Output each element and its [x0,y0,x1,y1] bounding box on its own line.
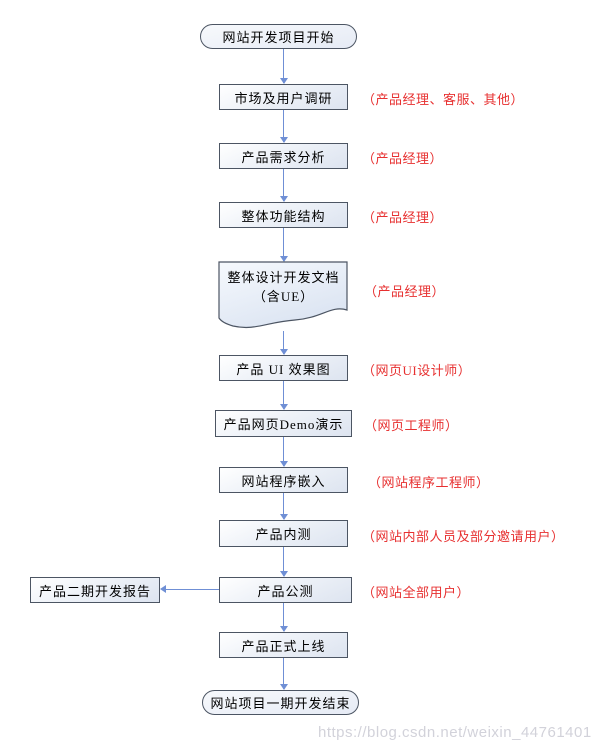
node-design-document-shape [218,261,348,329]
annotation-ui-mockup: （网页UI设计师） [362,363,472,378]
annotation-market-research: （产品经理、客服、其他） [362,92,525,107]
node-program-embed: 网站程序嵌入 [219,467,348,493]
flow-arrow-down [279,110,288,143]
node-requirement-analysis: 产品需求分析 [219,143,348,169]
flow-arrow-down [279,493,288,520]
node-public-beta: 产品公测 [219,577,352,603]
node-label-line2: （含UE） [252,289,315,304]
node-label: 产品需求分析 [241,149,326,165]
annotation-program-embed: （网站程序工程师） [368,475,490,490]
flow-arrow-down [279,437,288,467]
node-label: 产品 UI 效果图 [236,361,331,377]
node-label: 产品正式上线 [241,638,326,654]
annotation-public-beta: （网站全部用户） [362,585,471,600]
node-label: 产品网页Demo演示 [223,417,344,432]
node-start-label: 网站开发项目开始 [222,30,335,45]
node-label: 产品内测 [255,527,312,542]
node-market-research: 市场及用户调研 [219,84,348,110]
node-internal-test: 产品内测 [219,520,348,547]
node-design-document: 整体设计开发文档 （含UE） [219,266,348,310]
flow-arrow-down [279,169,288,202]
node-start: 网站开发项目开始 [200,24,357,49]
annotation-internal-test: （网站内部人员及部分邀请用户） [362,529,565,544]
node-ui-mockup: 产品 UI 效果图 [219,355,348,381]
node-end: 网站项目一期开发结束 [202,690,359,715]
annotation-web-demo: （网页工程师） [364,418,459,433]
node-official-launch: 产品正式上线 [219,632,348,658]
node-web-demo: 产品网页Demo演示 [215,410,352,437]
node-label: 产品公测 [257,583,314,599]
node-label: 网站程序嵌入 [241,473,326,489]
flow-arrow-down [279,331,288,355]
node-label: 市场及用户调研 [234,90,333,106]
node-end-label: 网站项目一期开发结束 [210,696,351,711]
flow-arrow-down [279,603,288,632]
node-label: 产品二期开发报告 [38,583,151,599]
node-label: 整体功能结构 [241,208,326,224]
flow-arrow-down [279,658,288,690]
flow-arrow-down [279,49,288,84]
csdn-watermark: https://blog.csdn.net/weixin_44761401 [318,724,592,741]
flow-arrow-down [279,228,288,262]
annotation-function-structure: （产品经理） [362,210,444,225]
node-label: 整体设计开发文档 [227,270,340,286]
flow-arrow-down [279,547,288,577]
annotation-requirement-analysis: （产品经理） [362,151,444,166]
annotation-design-document: （产品经理） [364,284,446,299]
flow-arrow-left [160,585,219,593]
node-function-structure: 整体功能结构 [219,202,348,228]
node-phase2-report: 产品二期开发报告 [30,577,160,603]
flow-arrow-down [279,381,288,410]
